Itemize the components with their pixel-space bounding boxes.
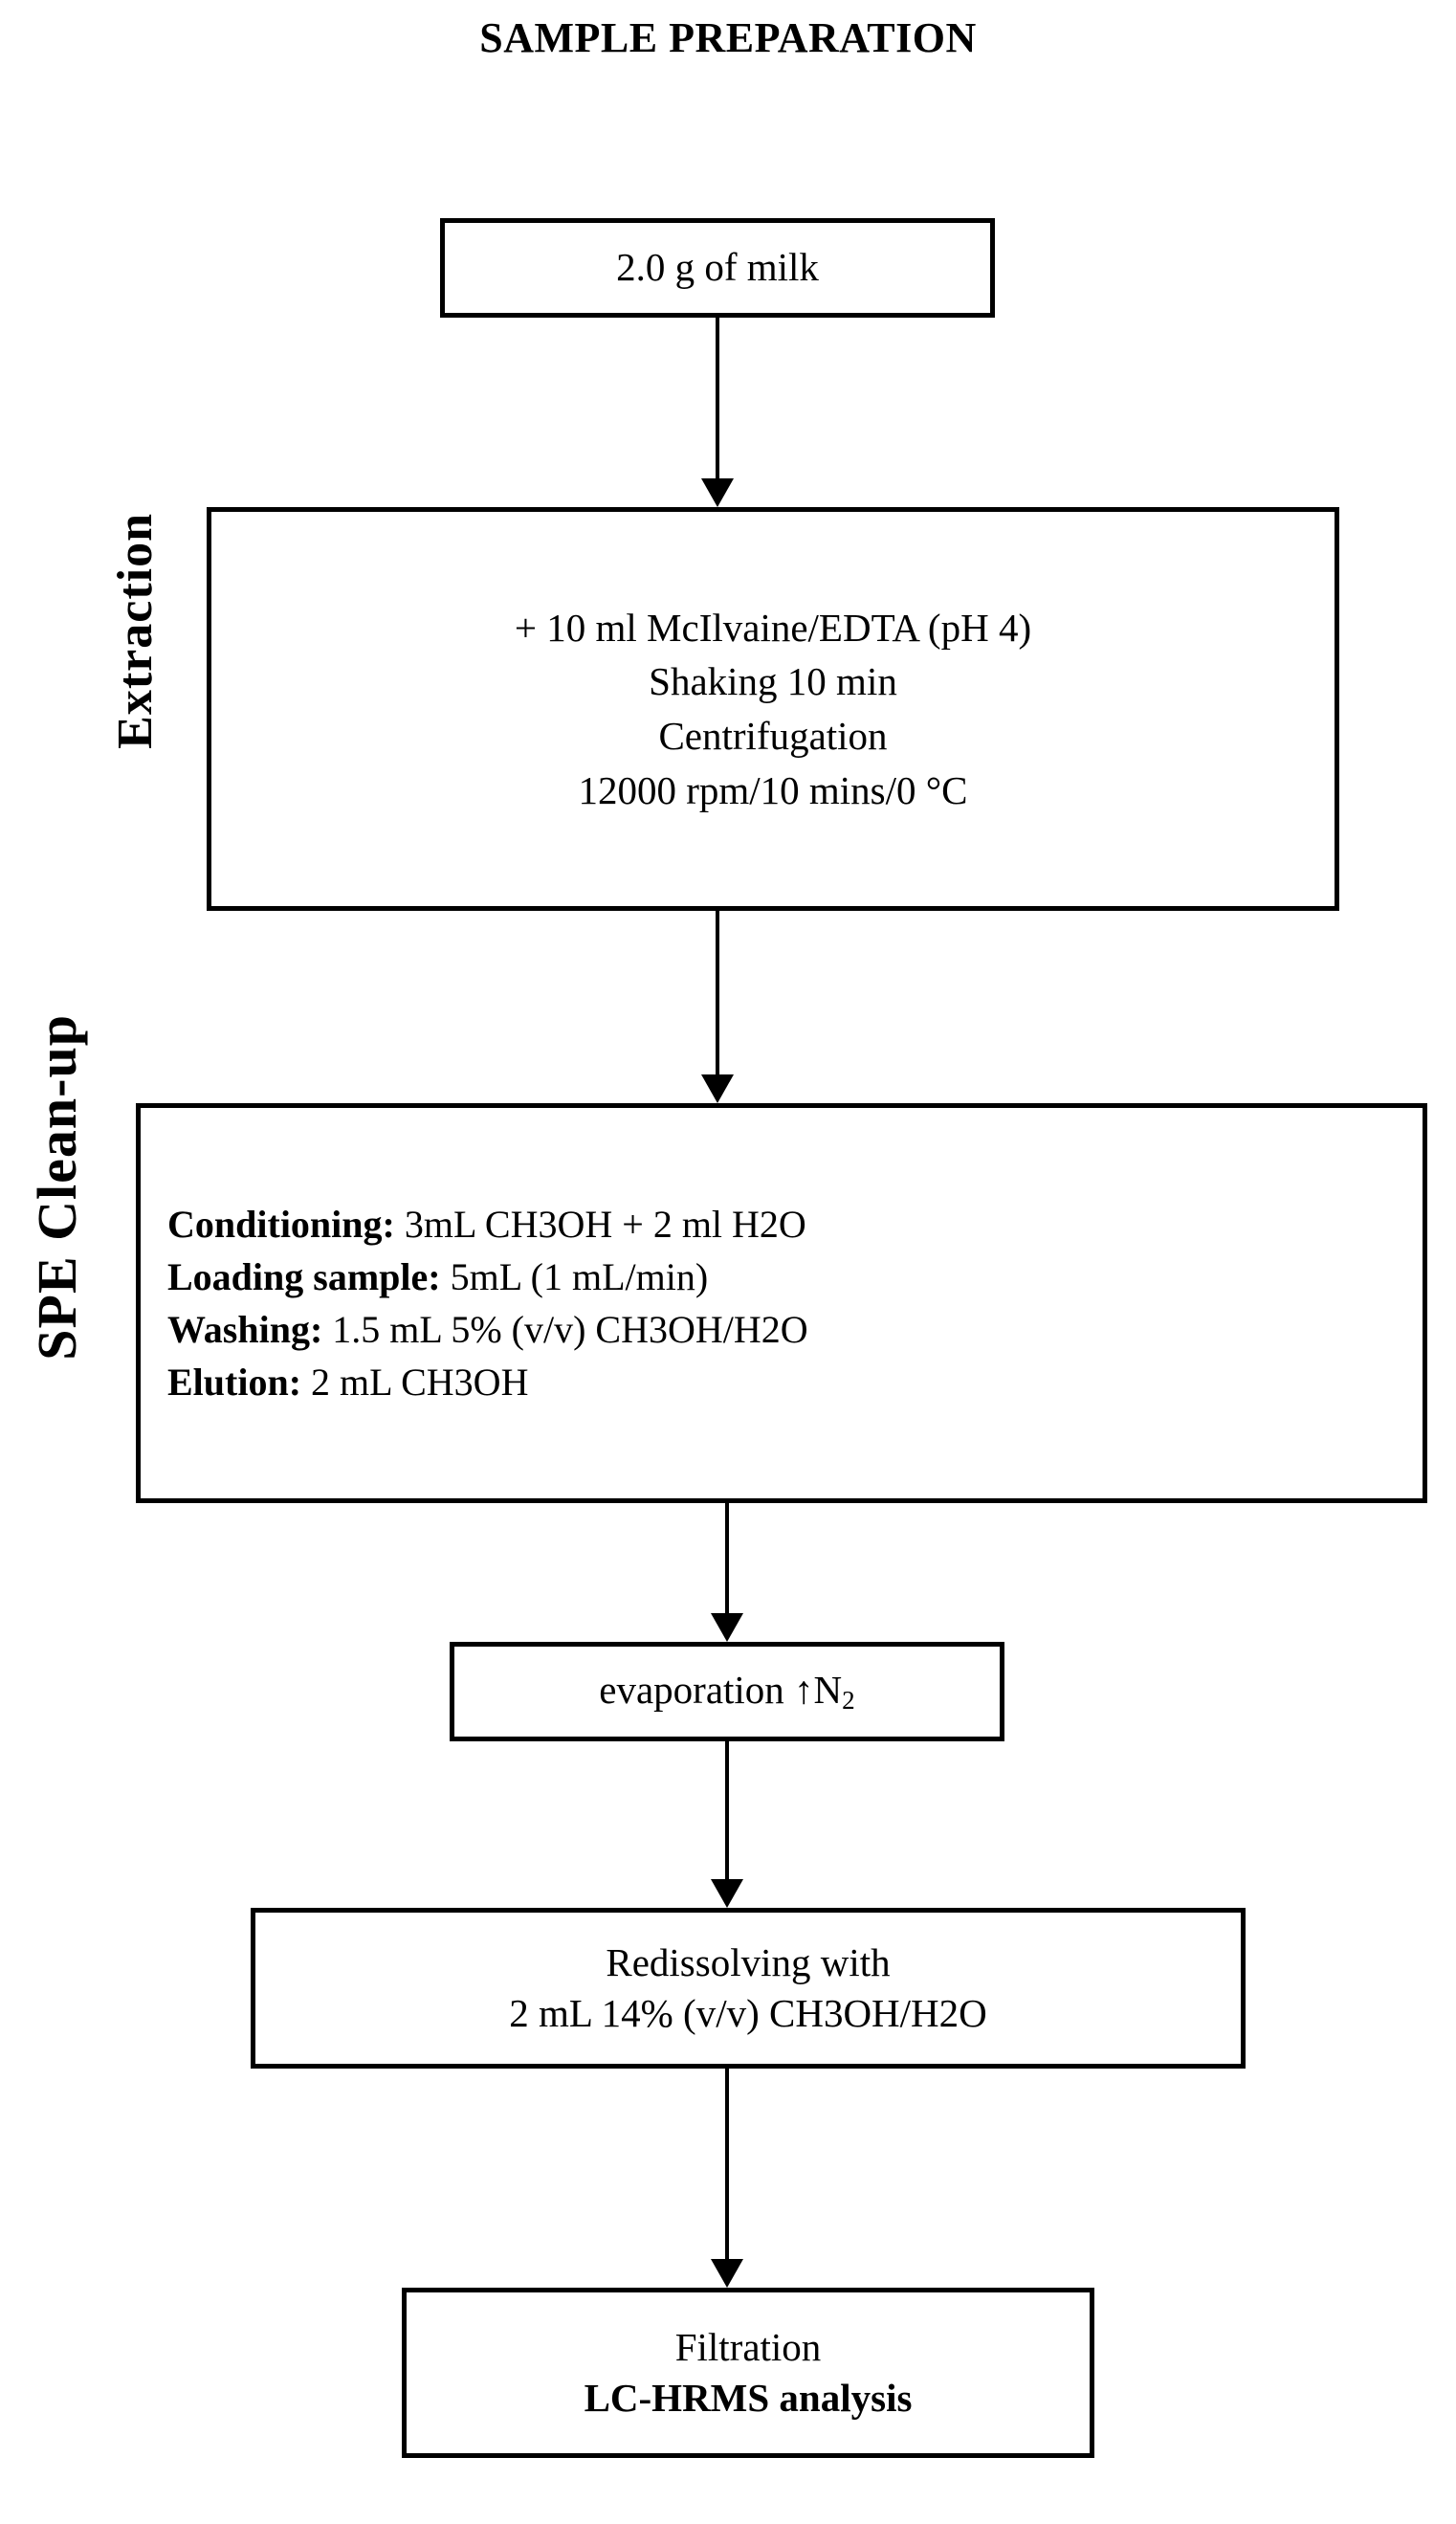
spe-row-value: 2 mL CH3OH [311, 1361, 529, 1405]
arrow-head [711, 1879, 743, 1908]
arrow-head [711, 2259, 743, 2288]
flow-box-redissolving: Redissolving with 2 mL 14% (v/v) CH3OH/H… [251, 1908, 1246, 2069]
spe-row-label: Conditioning: [167, 1202, 395, 1246]
spe-row-value: 3mL CH3OH + 2 ml H2O [404, 1202, 806, 1246]
flow-box-line: + 10 ml McIlvaine/EDTA (pH 4) [514, 605, 1032, 650]
flow-box-line: 12000 rpm/10 mins/0 °C [578, 767, 968, 812]
flow-box-extraction: + 10 ml McIlvaine/EDTA (pH 4) Shaking 10… [207, 507, 1339, 911]
spe-row-label: Elution: [167, 1361, 302, 1405]
spe-row-label: Loading sample: [167, 1254, 441, 1298]
spe-row-label: Washing: [167, 1308, 323, 1351]
flow-box-line: Centrifugation [658, 714, 888, 758]
flow-box-line: 2 mL 14% (v/v) CH3OH/H2O [509, 1991, 987, 2035]
arrow-shaft [716, 911, 719, 1074]
flow-box-evaporation: evaporation ↑N2 [450, 1642, 1004, 1741]
section-label-spe-cleanup: SPE Clean-up [26, 1014, 88, 1361]
flow-box-line-bold: LC-HRMS analysis [584, 2376, 913, 2420]
spe-row-conditioning: Conditioning: 3mL CH3OH + 2 ml H2O [167, 1198, 806, 1251]
arrow-shaft [725, 2069, 729, 2259]
flow-box-spe-cleanup: Conditioning: 3mL CH3OH + 2 ml H2O Loadi… [136, 1103, 1427, 1503]
arrow-head [711, 1613, 743, 1642]
arrow-shaft [716, 318, 719, 478]
flow-box-filtration-analysis: Filtration LC-HRMS analysis [402, 2288, 1094, 2458]
flow-box-line: Filtration [674, 2324, 822, 2369]
arrow-shaft [725, 1741, 729, 1879]
flow-box-line: Shaking 10 min [649, 659, 897, 704]
flow-box-sample-amount: 2.0 g of milk [440, 218, 995, 318]
section-label-extraction: Extraction [108, 513, 163, 749]
arrow-shaft [725, 1503, 729, 1613]
flow-box-line: 2.0 g of milk [616, 245, 819, 290]
flow-box-line: Redissolving with [606, 1939, 891, 1984]
spe-row-loading: Loading sample: 5mL (1 mL/min) [167, 1251, 708, 1303]
spe-row-value: 5mL (1 mL/min) [450, 1254, 709, 1298]
flow-box-line: evaporation ↑N2 [599, 1668, 855, 1716]
spe-row-washing: Washing: 1.5 mL 5% (v/v) CH3OH/H2O [167, 1303, 808, 1356]
page-title: SAMPLE PREPARATION [479, 14, 977, 61]
spe-row-value: 1.5 mL 5% (v/v) CH3OH/H2O [332, 1308, 808, 1351]
arrow-head [701, 478, 734, 507]
spe-row-elution: Elution: 2 mL CH3OH [167, 1356, 528, 1408]
arrow-head [701, 1074, 734, 1103]
